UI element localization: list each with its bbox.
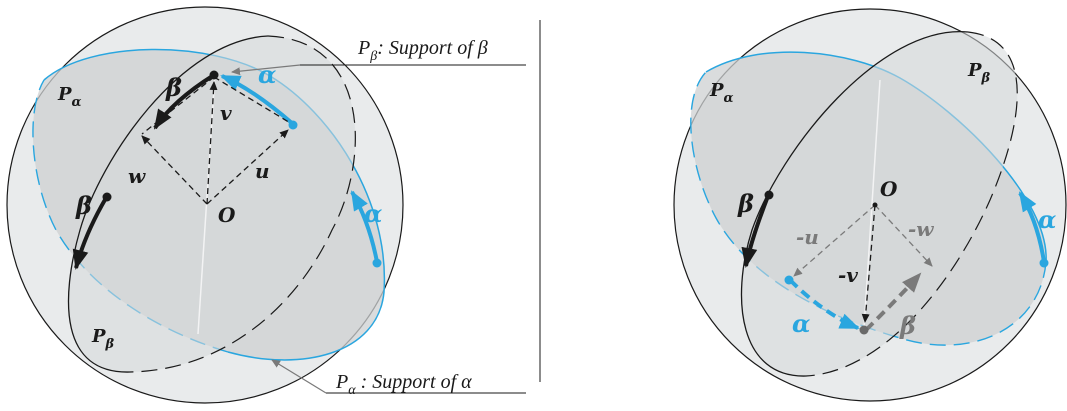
left-label-v: v	[220, 101, 232, 125]
right-label-neg-u: -u	[796, 225, 819, 249]
right-beta-arc	[741, 195, 770, 268]
right-point-neg-v-end	[859, 325, 869, 335]
left-figure: Pα Pβ β β α α v u w O	[6, 6, 404, 404]
right-plane-beta	[740, 31, 1018, 377]
left-label-u: u	[255, 159, 270, 183]
right-point-alpha-start	[1039, 258, 1049, 268]
left-beta-arc-top	[153, 73, 216, 130]
left-label-beta-bottom: β	[75, 191, 92, 220]
left-point-top	[209, 70, 219, 80]
right-label-alpha-bottom: α	[792, 309, 810, 338]
annotation-alpha-leader	[271, 359, 327, 394]
right-label-neg-v: -v	[838, 263, 858, 287]
right-point-neg-u-end	[784, 275, 794, 285]
right-point-center	[872, 202, 878, 208]
annotation-support-beta: Pβ: Support of β	[357, 37, 488, 64]
right-beta-dashed-arc	[864, 272, 922, 332]
left-label-P-beta: Pβ	[91, 326, 115, 352]
right-intersection-line	[863, 79, 881, 329]
left-dash-v-u	[213, 76, 293, 125]
left-point-u-end	[288, 120, 298, 130]
right-label-alpha-right: α	[1038, 205, 1056, 234]
left-label-P-alpha: Pα	[57, 84, 82, 110]
right-figure: Pα Pβ β α α β O -u -v -w	[673, 8, 1067, 402]
right-alpha-dashed-arc	[788, 278, 860, 330]
left-alpha-arc-top	[220, 74, 295, 126]
left-label-beta-top: β	[165, 73, 182, 102]
left-label-w: w	[128, 164, 146, 188]
right-vector-neg-u	[793, 204, 876, 277]
left-plane-beta	[67, 35, 356, 373]
right-label-O: O	[880, 177, 898, 201]
right-vector-neg-w	[874, 204, 933, 267]
left-label-alpha-bottom: α	[364, 199, 382, 228]
left-beta-arc-bottom	[72, 196, 108, 270]
left-vector-v	[206, 81, 218, 205]
right-label-P-alpha: Pα	[709, 80, 734, 106]
left-label-O: O	[218, 203, 236, 227]
right-alpha-arc	[1018, 191, 1046, 263]
annotation-beta-leader	[231, 64, 301, 76]
left-alpha-arc-bottom	[350, 190, 379, 263]
left-vector-w	[141, 135, 208, 205]
right-label-beta-bottom: β	[899, 311, 916, 340]
left-label-alpha-top: α	[258, 60, 276, 89]
annotation-support-alpha: Pα : Support of α	[335, 371, 472, 398]
right-label-neg-w: -w	[908, 217, 934, 241]
left-dash-v-w	[141, 76, 215, 135]
left-point-beta-start	[102, 192, 112, 202]
right-label-beta-left: β	[737, 189, 754, 218]
left-vector-u	[206, 129, 289, 205]
annotations: Pβ: Support of β Pα : Support of α	[231, 20, 541, 398]
left-point-alpha-start	[372, 258, 382, 268]
right-label-P-beta: Pβ	[967, 60, 991, 86]
right-point-beta-start	[764, 190, 774, 200]
